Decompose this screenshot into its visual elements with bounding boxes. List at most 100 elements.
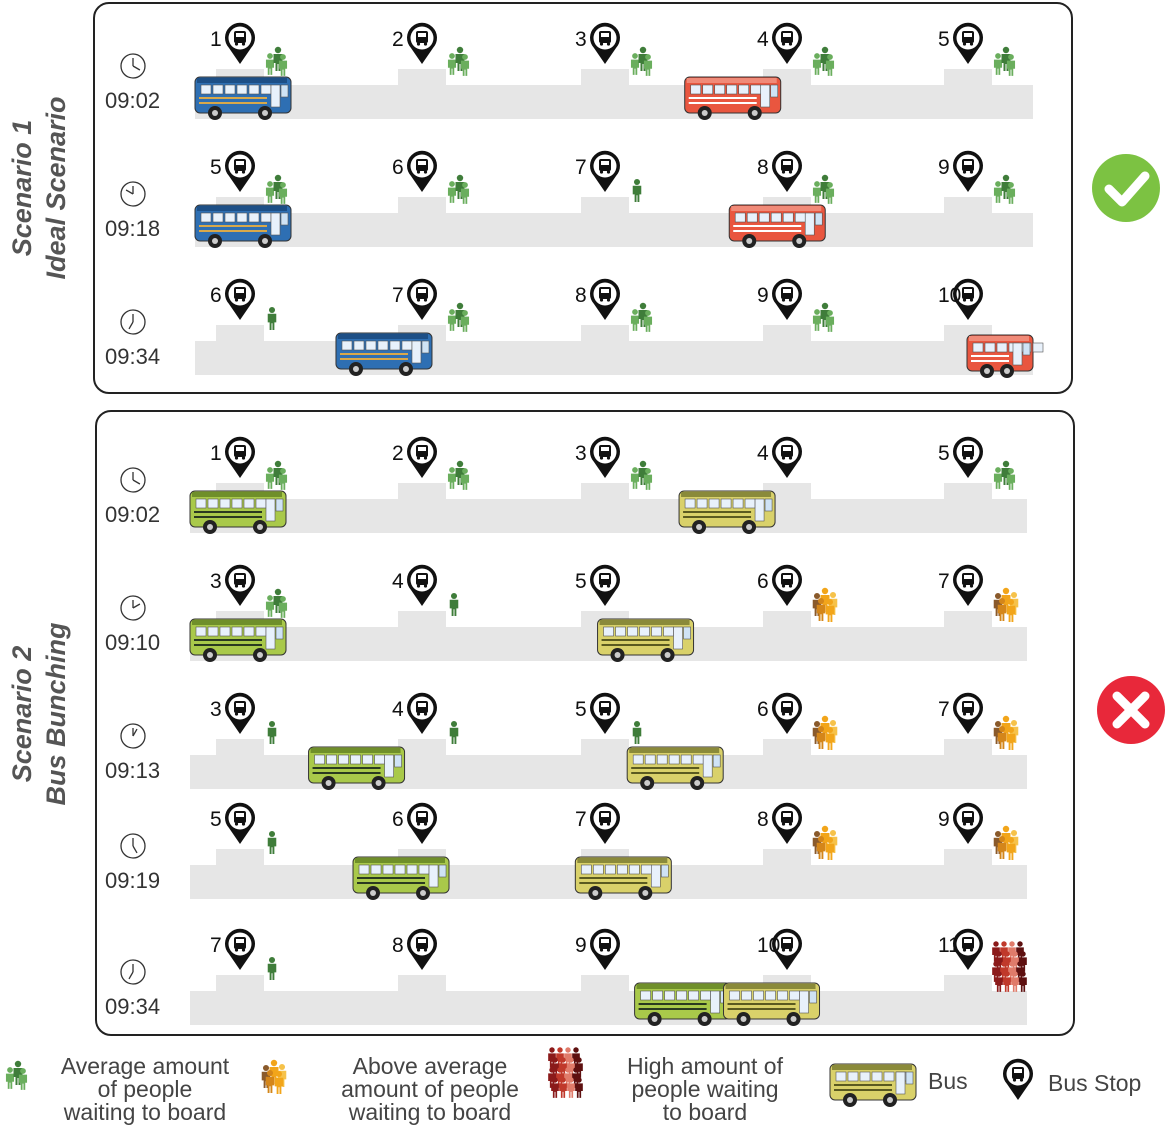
bus-stop-icon (407, 150, 438, 192)
road (195, 213, 1033, 247)
bus-stop-icon (953, 436, 984, 478)
bus-stop-icon (407, 802, 437, 844)
bus-icon (335, 332, 433, 376)
stop-number: 5 (210, 156, 222, 179)
bus-stop-icon (224, 436, 255, 478)
stop-number: 5 (575, 570, 587, 593)
bus-icon (194, 204, 292, 248)
bus-stop-icon (224, 150, 255, 192)
bus-stop-icon (953, 692, 984, 734)
people-waiting-icon (265, 174, 288, 204)
people-waiting-icon (267, 306, 277, 330)
people-waiting-icon (267, 830, 277, 854)
stop-number: 6 (392, 808, 404, 831)
bus-stop-icon (772, 150, 803, 192)
bus-icon (194, 76, 292, 120)
bus-stop-icon (225, 692, 256, 734)
platform (944, 483, 992, 501)
people-waiting-icon (447, 302, 470, 332)
stop-number: 5 (938, 28, 950, 51)
stop-number: 6 (757, 570, 769, 593)
clock-icon (120, 309, 146, 335)
stop-number: 3 (210, 698, 222, 721)
platform (581, 975, 629, 993)
platform (581, 325, 629, 343)
people-waiting-icon (449, 592, 459, 616)
bus-stop-icon (225, 928, 256, 970)
stop-number: 7 (575, 156, 587, 179)
stop-number: 10 (938, 284, 962, 307)
stop-number: 7 (575, 808, 587, 831)
bus-icon (626, 746, 724, 790)
bus-stop-icon (953, 22, 984, 64)
platform (216, 325, 264, 343)
bus-stop-icon (407, 692, 437, 734)
clock-icon (120, 833, 146, 859)
platform (398, 483, 446, 501)
time-label: 09:34 (105, 344, 161, 369)
legend-bus-icon (829, 1063, 917, 1107)
stop-number: 8 (575, 284, 587, 307)
bus-icon (352, 856, 450, 900)
bus-stop-icon (772, 436, 803, 478)
bus-icon (966, 334, 1044, 378)
stop-number: 7 (210, 934, 222, 957)
stop-number: 8 (392, 934, 404, 957)
bus-stop-icon (407, 22, 438, 64)
platform (944, 197, 992, 215)
platform (581, 69, 629, 87)
people-waiting-icon (992, 941, 1027, 992)
time-label: 09:02 (105, 88, 161, 113)
clock-icon (120, 723, 146, 749)
bus-icon (574, 856, 672, 900)
people-waiting-icon (632, 720, 642, 744)
people-waiting-icon (812, 174, 835, 204)
bus-stop-icon (590, 436, 620, 478)
bus-icon (678, 490, 776, 534)
stop-number: 4 (392, 570, 404, 593)
bus-icon (634, 982, 732, 1026)
people-waiting-icon (632, 178, 642, 202)
stop-number: 4 (757, 442, 769, 465)
bus-stop-icon (590, 150, 620, 192)
bus-icon (189, 618, 287, 662)
time-label: 09:13 (105, 758, 161, 783)
stop-number: 10 (757, 934, 781, 957)
stop-number: 4 (757, 28, 769, 51)
bus-stop-icon (590, 692, 621, 734)
bus-stop-icon (407, 278, 438, 320)
bus-stop-icon (953, 278, 984, 320)
platform (216, 975, 264, 993)
time-label: 09:19 (105, 868, 161, 893)
people-waiting-icon (265, 460, 288, 490)
legend-high-label: High amount of people waiting to board (627, 1053, 783, 1125)
clock-icon (120, 959, 146, 985)
stop-number: 2 (392, 28, 404, 51)
platform (944, 849, 992, 867)
bus-stop-icon (953, 928, 984, 970)
stop-number: 3 (210, 570, 222, 593)
bus-stop-icon (407, 564, 437, 606)
stop-number: 9 (938, 808, 950, 831)
stop-number: 1 (210, 442, 222, 465)
platform (944, 975, 992, 993)
legend-bus-label: Bus (928, 1068, 968, 1094)
bus-stop-icon (224, 278, 255, 320)
platform (763, 325, 811, 343)
stop-number: 7 (392, 284, 404, 307)
people-waiting-icon (812, 46, 835, 76)
platform (398, 611, 446, 629)
people-waiting-icon (265, 588, 288, 618)
bus-icon (597, 618, 695, 662)
bus-stop-icon (590, 928, 621, 970)
check-icon (1092, 154, 1160, 222)
stop-number: 6 (210, 284, 222, 307)
legend-stop-label: Bus Stop (1048, 1070, 1142, 1096)
bus-stop-icon (407, 436, 438, 478)
platform (944, 69, 992, 87)
bus-stop-icon (772, 692, 803, 734)
bus-stop-icon (772, 564, 803, 606)
people-waiting-icon (993, 715, 1019, 750)
bus-icon (189, 490, 287, 534)
